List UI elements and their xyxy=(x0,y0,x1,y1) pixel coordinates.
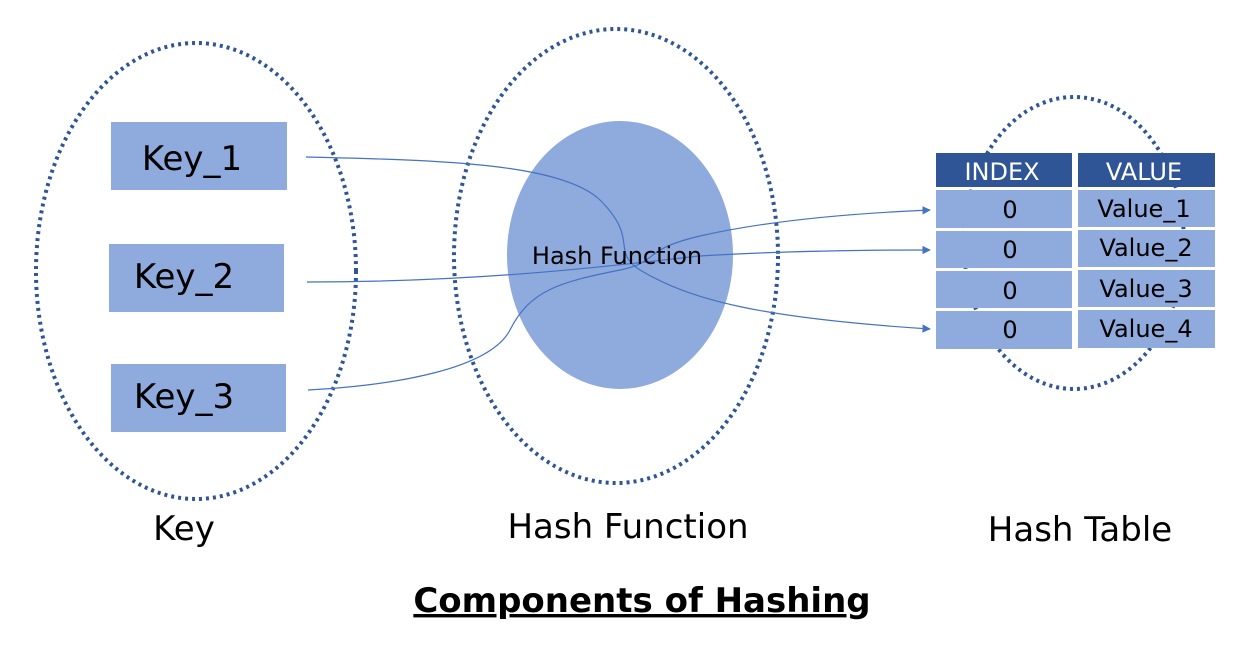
table-cell xyxy=(1078,190,1215,227)
table-cell xyxy=(936,190,1072,228)
key-box: Key_2 xyxy=(109,244,284,312)
hash-function-group-outline xyxy=(452,27,780,485)
key-label: Key_2 xyxy=(134,257,234,297)
mapping-arrow xyxy=(306,245,931,283)
key-box: Key_3 xyxy=(111,364,286,432)
table-header-index-label: INDEX xyxy=(964,158,1039,186)
table-cell xyxy=(936,271,1072,308)
key-box: Key_1 xyxy=(111,122,287,190)
mapping-arrow xyxy=(305,156,931,333)
hash-table-group-label: Hash Table xyxy=(988,510,1172,550)
table-cell xyxy=(1078,310,1215,348)
table-index-value: 0 xyxy=(1002,316,1017,344)
table-index-value: 0 xyxy=(1002,236,1017,264)
key-group-outline xyxy=(34,41,358,501)
table-cell xyxy=(1078,270,1215,307)
table-index-value: 0 xyxy=(1002,196,1017,224)
hash-function-center-label: Hash Function xyxy=(532,242,702,270)
hash-function-ellipse xyxy=(507,121,733,389)
table-value: Value_3 xyxy=(1099,275,1192,303)
table-cell xyxy=(936,311,1072,349)
table-cell xyxy=(936,231,1072,268)
table-value: Value_4 xyxy=(1099,315,1192,343)
key-group-label: Key xyxy=(153,509,215,549)
table-value: Value_2 xyxy=(1099,234,1192,262)
table-cell xyxy=(1078,230,1215,267)
table-header-value-label: VALUE xyxy=(1106,158,1182,186)
table-header-index xyxy=(936,153,1072,187)
table-header-value xyxy=(1078,153,1215,187)
diagram-caption: Components of Hashing xyxy=(413,581,870,621)
table-index-value: 0 xyxy=(1002,277,1017,305)
key-label: Key_3 xyxy=(134,377,234,417)
key-label: Key_1 xyxy=(142,139,242,179)
mapping-arrow xyxy=(307,206,931,391)
hash-function-group-label: Hash Function xyxy=(507,507,748,547)
hash-table: INDEX VALUE 0 Value_1 0 Value_2 0 Value_… xyxy=(936,153,1215,349)
table-value: Value_1 xyxy=(1097,195,1190,223)
